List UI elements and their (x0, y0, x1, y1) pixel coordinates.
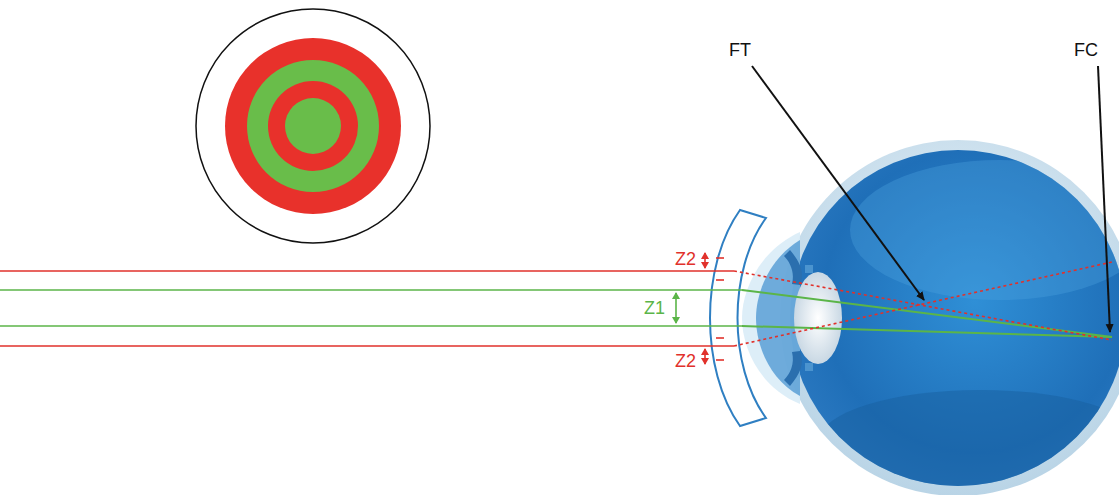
callout-label: Z1 (644, 298, 665, 318)
callout-label: Z2 (675, 249, 696, 269)
leader-lines (752, 66, 1110, 332)
light-rays (0, 262, 1112, 346)
callout-label: Z2 (675, 351, 696, 371)
eye-ball (742, 140, 1119, 495)
zone-markers (676, 253, 724, 364)
callout-label: FC (1074, 40, 1098, 60)
contact-lens (710, 210, 766, 426)
callout-label: FT (729, 40, 751, 60)
target-symbol (196, 9, 430, 243)
